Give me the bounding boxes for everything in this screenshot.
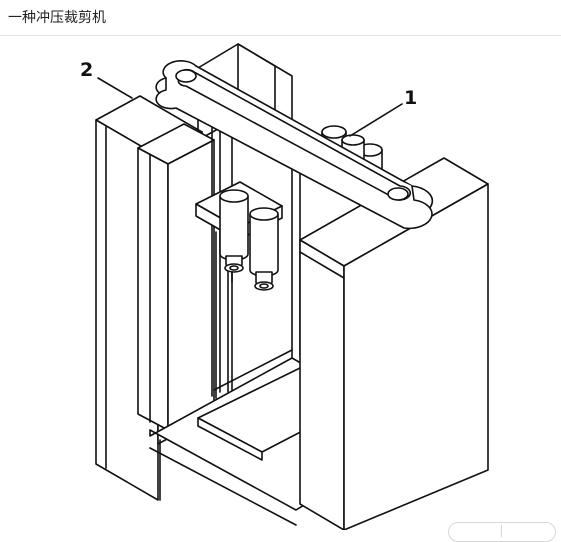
- page-title: 一种冲压裁剪机: [8, 10, 106, 26]
- left-inner-pillar: [137, 123, 215, 431]
- patent-figure: 2 1: [0, 36, 561, 530]
- corner-control-pill[interactable]: [448, 522, 556, 542]
- cutting-head-left: [219, 189, 249, 273]
- pill-divider: [501, 525, 502, 537]
- right-column: [299, 157, 489, 530]
- belt-conveyor: [155, 60, 434, 230]
- cutting-head-right: [249, 207, 279, 291]
- leader-lines: [97, 77, 403, 137]
- page-header: 一种冲压裁剪机: [0, 0, 561, 36]
- stamping-machine-diagram: 2 1: [80, 43, 489, 530]
- callout-label-2: 2: [80, 59, 93, 81]
- callout-label-1: 1: [404, 87, 417, 109]
